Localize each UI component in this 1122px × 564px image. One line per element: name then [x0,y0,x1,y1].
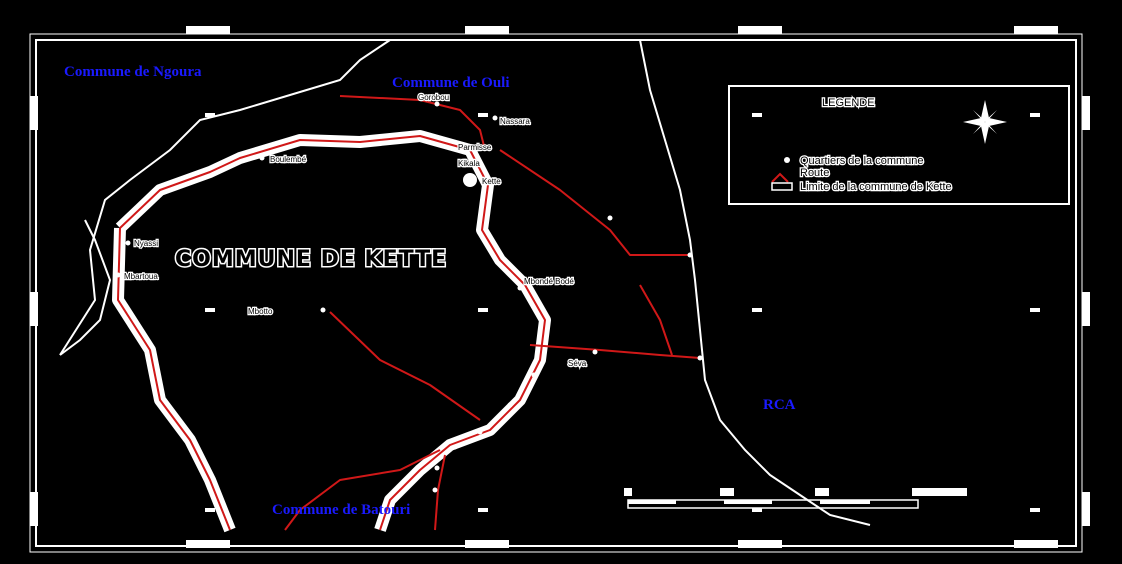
village-label: Gorobou [418,93,449,102]
legend-village-symbol [784,157,790,163]
river-east [639,39,871,526]
road-northeast [499,149,690,256]
road-north [339,95,486,151]
road-east [529,344,701,359]
village-point [434,101,440,107]
villages: Gorobou Nassara Parmisse Kikala Kette Bo… [115,92,703,493]
river-north [59,39,391,356]
legend-title: LEGENDE [822,97,875,109]
legend-boundary-symbol [771,182,793,191]
village-point [492,115,498,121]
coord-tick-bottom-4 [1014,540,1058,548]
village-label: Boulembé [270,155,307,164]
village-point [477,429,483,435]
village-point [432,487,438,493]
coord-tick-left-3 [30,492,38,526]
commune-ngoura-label: Commune de Ngoura [64,64,202,80]
legend-item-boundary: Limite de la commune de Kette [800,181,952,193]
legend: LEGENDE Quartiers de la commune Route Li… [728,85,1070,205]
coord-tick-top-3 [738,26,782,34]
village-point [687,252,693,258]
coord-tick-top-1 [186,26,230,34]
road-south-2 [434,454,446,531]
village-label: Nyassi [134,239,158,248]
graticule-labels [30,26,1090,548]
legend-item-road: Route [800,167,829,179]
village-point [531,372,537,378]
kette-town-symbol [463,173,477,187]
roads [117,95,701,531]
coord-tick-top-4 [1014,26,1058,34]
legend-item-villages: Quartiers de la commune [800,155,924,167]
road-main-loop [119,135,546,531]
coord-tick-right-1 [1082,96,1090,130]
village-label: Mbartoua [124,272,158,281]
coord-tick-left-1 [30,96,38,130]
village-point [259,155,265,161]
village-label: Parmisse [458,143,492,152]
river-west [59,219,112,356]
rca-label: RCA [763,397,796,413]
coord-tick-right-3 [1082,492,1090,526]
village-point [434,465,440,471]
rivers [59,39,871,526]
north-arrow-icon [963,100,1007,144]
coord-tick-top-2 [465,26,509,34]
village-label: Kikala [458,159,480,168]
commune-batouri-label: Commune de Batouri [272,502,410,518]
legend-frame [728,85,1070,205]
coord-tick-bottom-3 [738,540,782,548]
coord-tick-bottom-2 [465,540,509,548]
village-point [517,285,523,291]
coord-tick-bottom-1 [186,540,230,548]
commune-ouli-label: Commune de Ouli [392,75,510,91]
village-point [507,402,513,408]
road-west [117,227,231,531]
village-point [697,355,703,361]
village-label: Mbondé Bodé [524,277,574,286]
commune-kette-label: COMMUNE DE KETTE [175,247,447,272]
road-centre [329,311,481,421]
village-point [452,444,458,450]
scale-bar [624,488,967,509]
coord-tick-left-2 [30,292,38,326]
village-point [125,240,131,246]
road-south [284,449,441,531]
village-point [320,307,326,313]
village-label: Séva [568,359,587,368]
village-label: Nassara [500,117,530,126]
legend-road-symbol [771,172,789,183]
coord-tick-right-2 [1082,292,1090,326]
road-east-branch [639,284,673,356]
village-point [592,349,598,355]
village-label: Kette [482,177,501,186]
grid-crosses [205,113,1040,512]
village-point [115,272,121,278]
village-label: Mbotto [248,307,273,316]
village-point [607,215,613,221]
